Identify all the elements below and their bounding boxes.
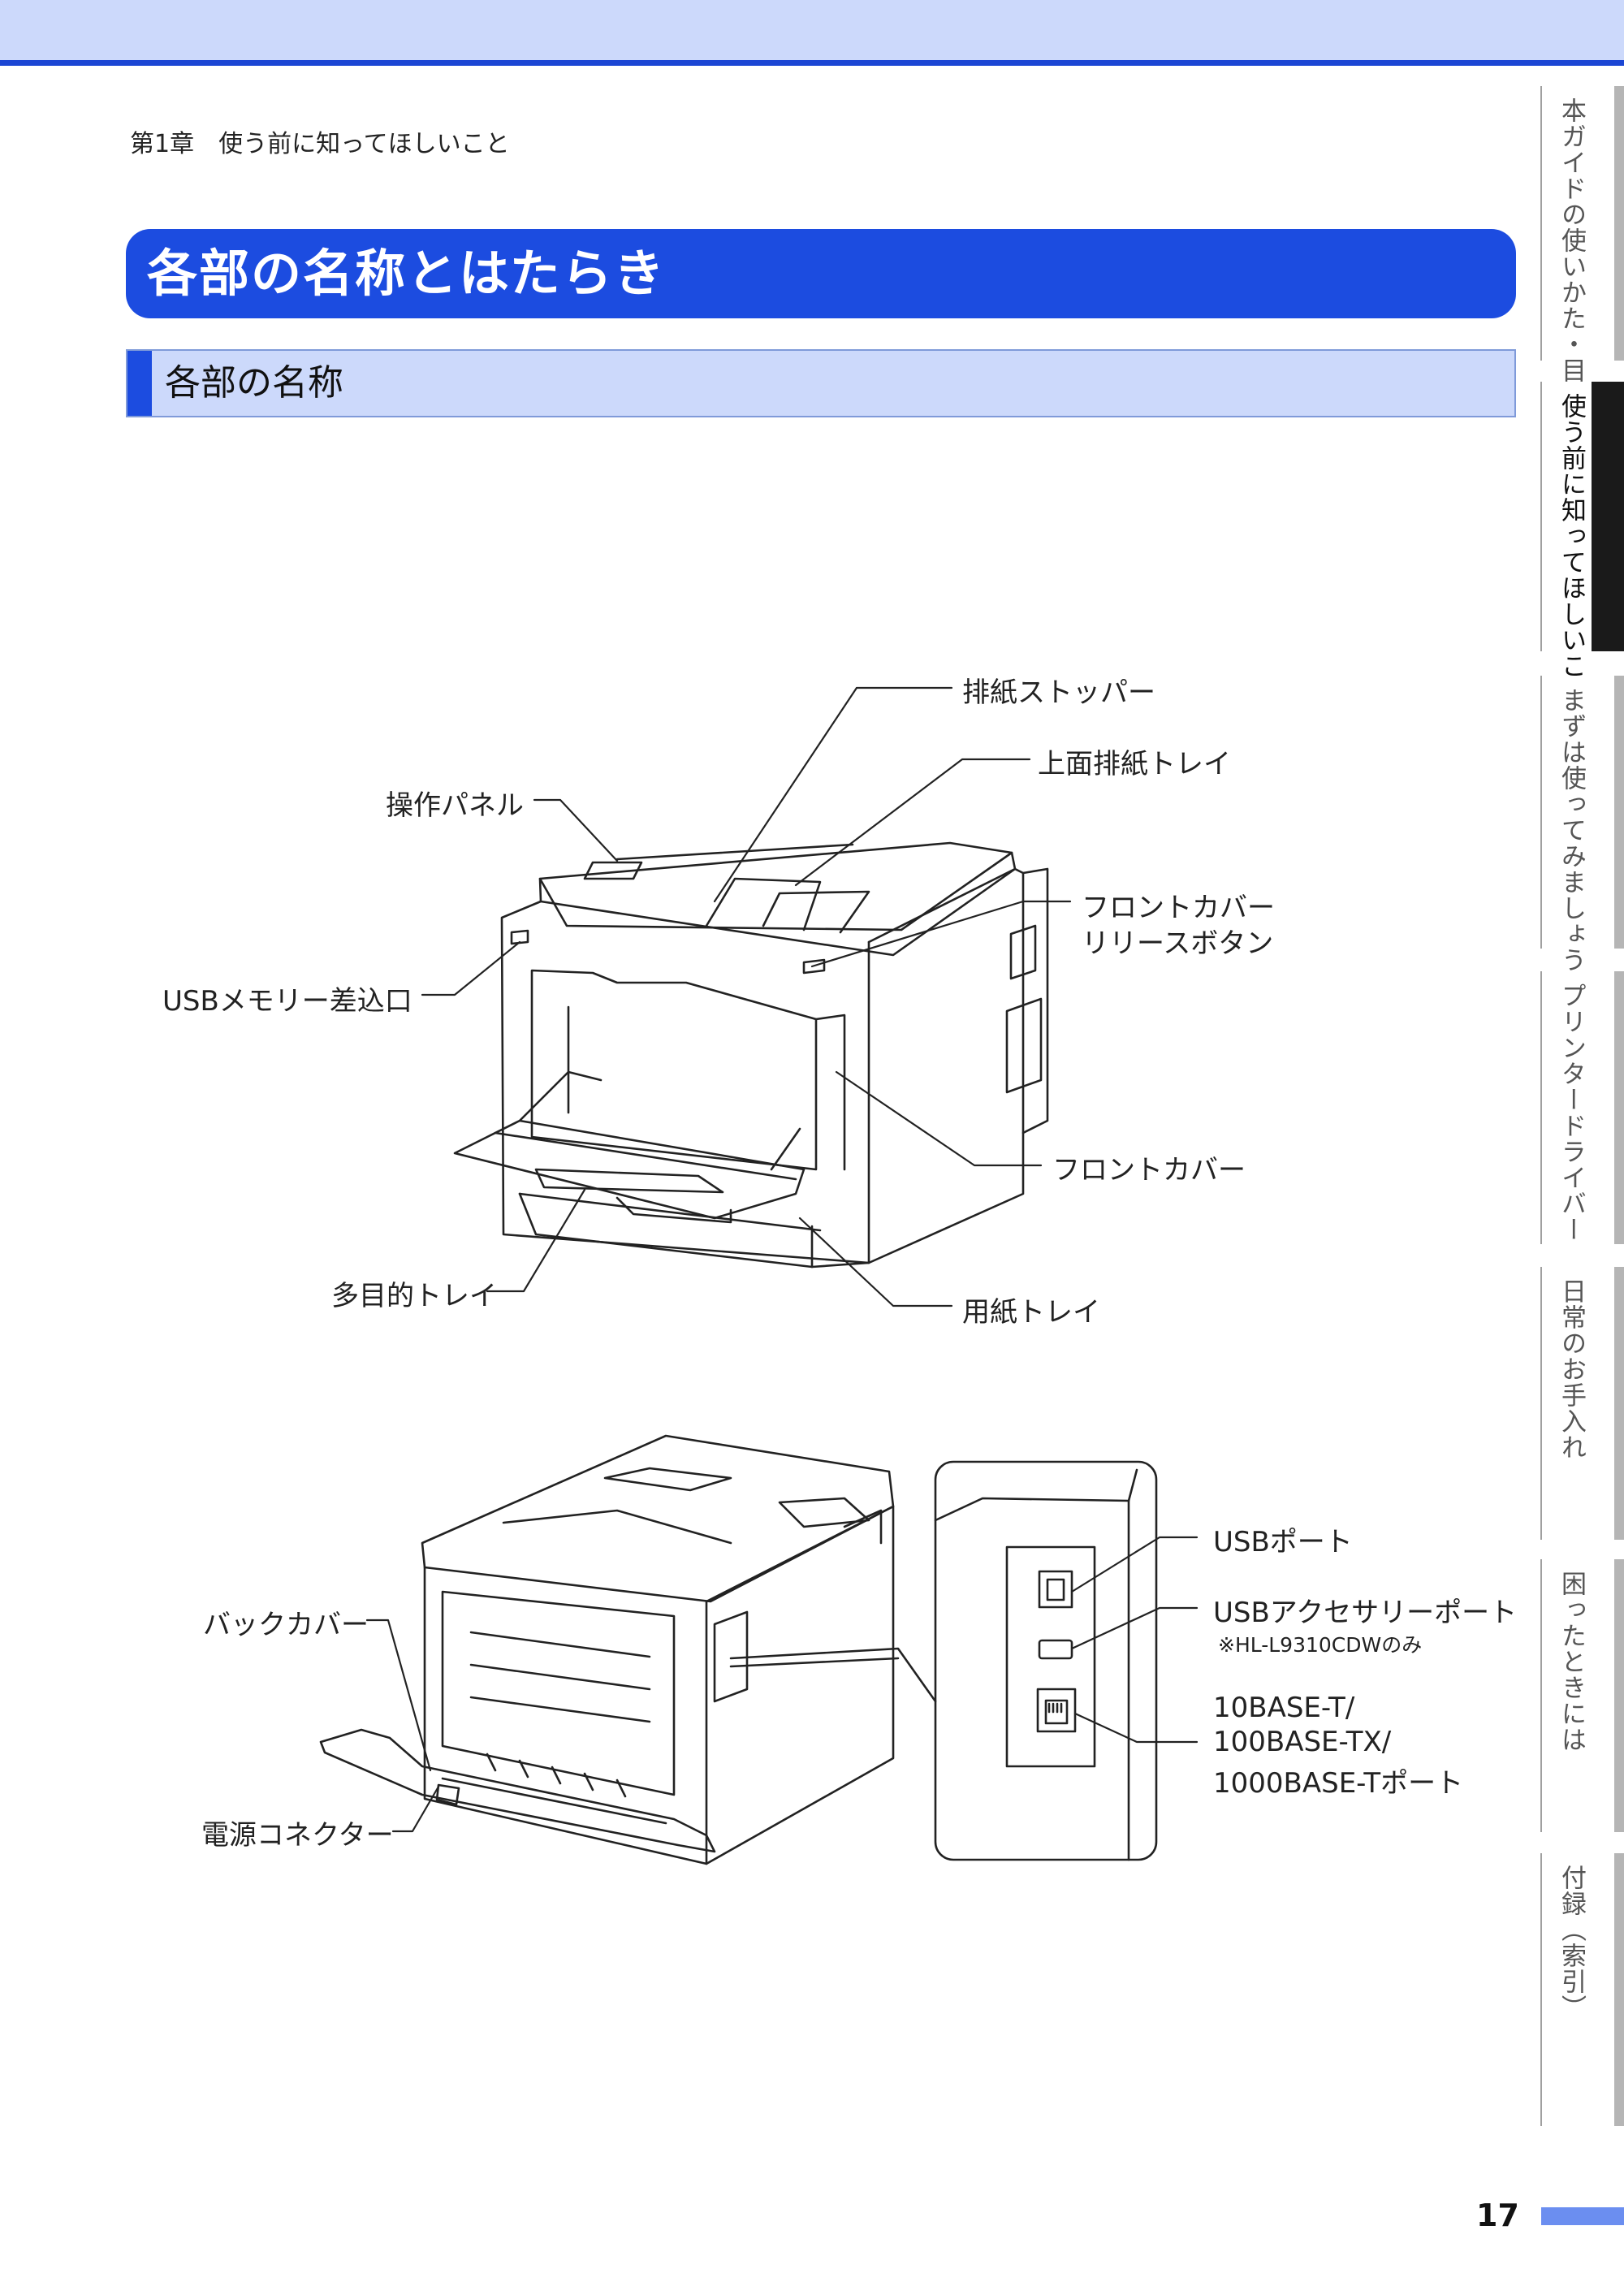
page-title: 各部の名称とはたらき <box>126 229 1516 318</box>
label-lan-port-1: 10BASE-T/ <box>1213 1692 1355 1724</box>
tab-label: 付録（索引） <box>1557 1865 1586 2021</box>
tab-label: 日常のお手入れ <box>1557 1278 1586 1460</box>
page-number-bar <box>1541 2207 1624 2225</box>
tab-guide-contents[interactable]: 本ガイドの使いかた・目次 <box>1540 86 1624 409</box>
label-front-cover: フロントカバー <box>1052 1154 1246 1186</box>
label-usb-accessory-note: ※HL-L9310CDWのみ <box>1218 1633 1423 1657</box>
tab-troubleshooting[interactable]: 困ったときには <box>1540 1559 1624 1832</box>
label-usb-port: USBポート <box>1213 1526 1353 1558</box>
tab-try-it[interactable]: まずは使ってみましょう <box>1540 676 1624 973</box>
tab-label: まずは使ってみましょう <box>1557 687 1586 973</box>
tab-appendix-index[interactable]: 付録（索引） <box>1540 1853 1624 2126</box>
section-heading-text: 各部の名称 <box>165 362 343 404</box>
label-mp-tray: 多目的トレイ <box>331 1280 497 1312</box>
tab-before-use[interactable]: 使う前に知ってほしいこと <box>1540 382 1624 705</box>
label-front-cover-release-2: リリースボタン <box>1082 927 1274 960</box>
label-control-panel: 操作パネル <box>386 789 524 822</box>
label-top-output-tray: 上面排紙トレイ <box>1038 748 1231 780</box>
rear-printer-illustration <box>319 1434 895 1865</box>
tab-printer-driver[interactable]: プリンタードライバー <box>1540 971 1624 1244</box>
ports-detail-panel <box>729 1460 1158 1861</box>
tab-label: プリンタードライバー <box>1557 983 1586 1243</box>
tab-label: 使う前に知ってほしいこと <box>1557 393 1586 705</box>
tab-label: 本ガイドの使いかた・目次 <box>1557 97 1586 409</box>
breadcrumb: 第1章 使う前に知ってほしいこと <box>130 130 510 158</box>
top-band <box>0 0 1624 62</box>
tab-maintenance[interactable]: 日常のお手入れ <box>1540 1267 1624 1540</box>
label-front-cover-release-1: フロントカバー <box>1082 892 1275 924</box>
label-back-cover: バックカバー <box>203 1609 369 1641</box>
label-usb-accessory-port: USBアクセサリーポート <box>1213 1597 1518 1629</box>
label-paper-tray: 用紙トレイ <box>962 1296 1100 1329</box>
label-lan-port-2: 100BASE-TX/ <box>1213 1726 1392 1758</box>
label-power-connector: 電源コネクター <box>201 1819 394 1852</box>
label-usb-memory-slot: USBメモリー差込口 <box>162 985 412 1018</box>
label-lan-port-3: 1000BASE-Tポート <box>1213 1767 1464 1800</box>
tab-label: 困ったときには <box>1557 1571 1586 1753</box>
label-output-stopper: 排紙ストッパー <box>962 676 1155 709</box>
section-heading-mark <box>127 351 152 416</box>
front-printer-illustration <box>453 841 1049 1269</box>
section-heading: 各部の名称 <box>126 349 1516 417</box>
top-rule <box>0 60 1624 66</box>
page-number: 17 <box>1476 2198 1519 2233</box>
